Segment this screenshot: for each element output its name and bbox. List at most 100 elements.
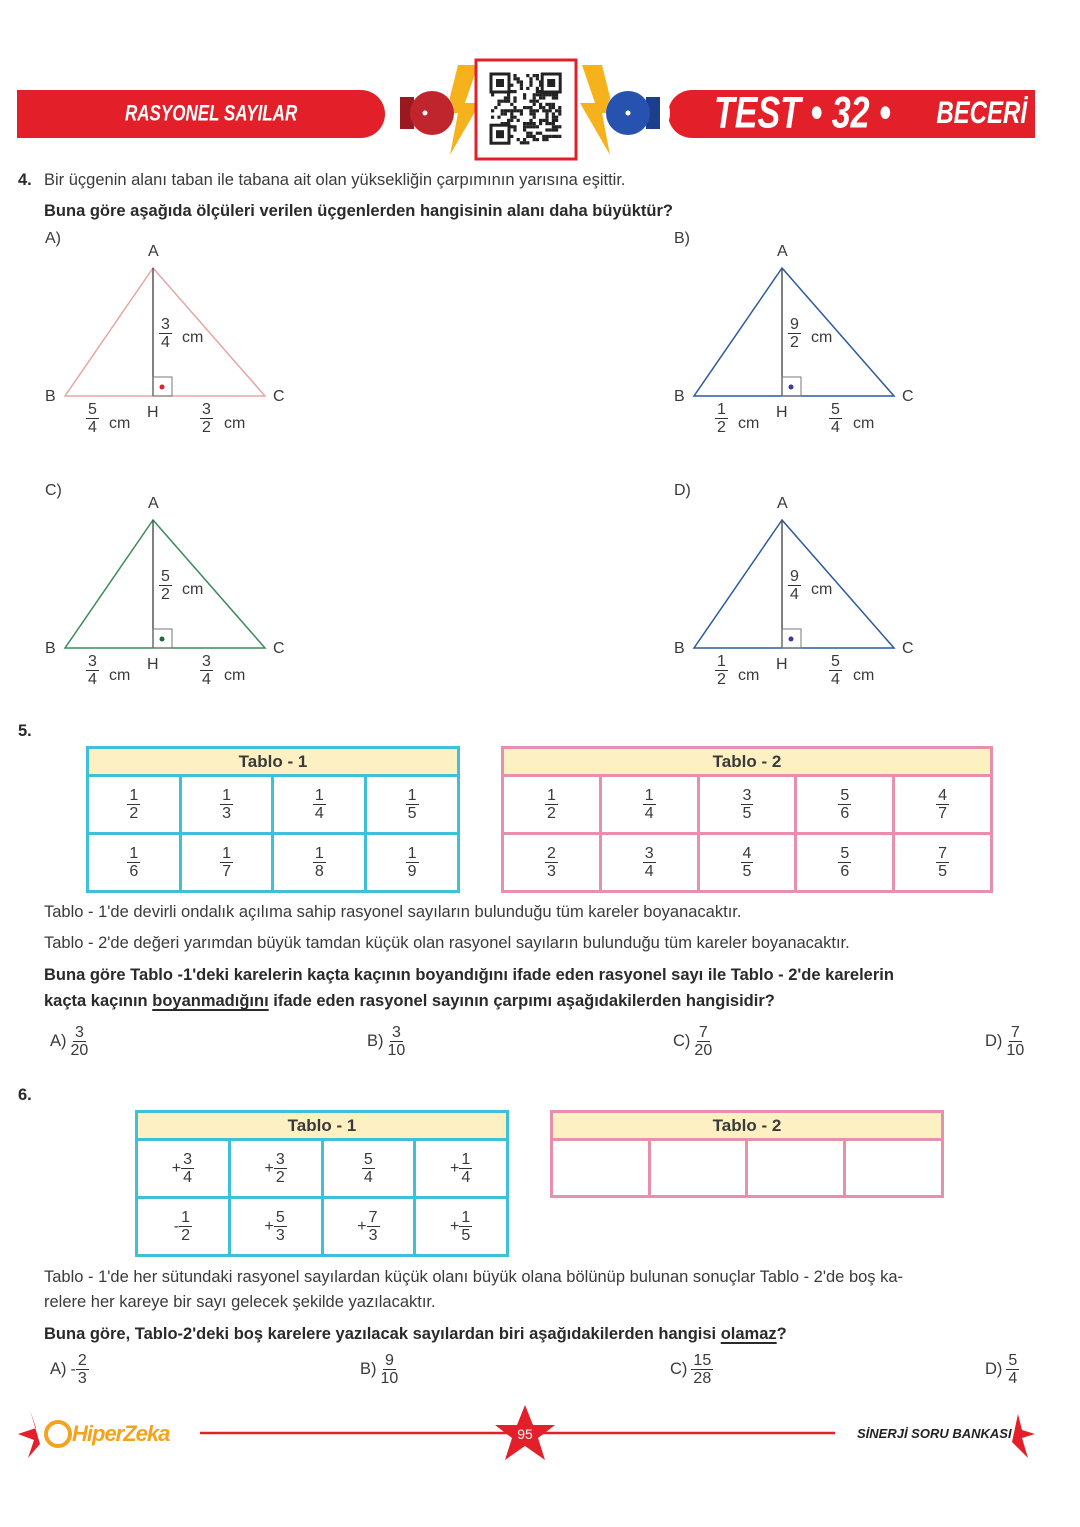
blue-glove-cuff (646, 97, 660, 129)
vertex-c: C (273, 388, 285, 405)
question-prompt: kaçta kaçının boyanmadığını ifade eden r… (44, 992, 775, 1010)
info-text: Tablo - 2'de değeri yarımdan büyük tamda… (44, 934, 850, 952)
vertex-h: H (776, 656, 788, 673)
empty-cell[interactable] (745, 1138, 847, 1198)
emphasis: boyanmadığını (152, 992, 269, 1010)
qr-code-icon[interactable] (489, 72, 562, 145)
table-2: Tablo - 2 (550, 1110, 944, 1198)
question-prompt: Buna göre Tablo -1'deki karelerin kaçta … (44, 966, 894, 984)
vertex-c: C (273, 640, 285, 657)
test-type: BECERİ (936, 95, 1027, 131)
info-text: Tablo - 1'de her sütundaki rasyonel sayı… (44, 1268, 904, 1286)
right-angle-dot (159, 636, 165, 642)
question-prompt: Buna göre, Tablo-2'deki boş karelere yaz… (44, 1325, 787, 1343)
empty-cell[interactable] (550, 1138, 651, 1198)
right-angle-dot (788, 384, 794, 390)
option-label: A) (45, 230, 61, 247)
logo: HiperZeka (72, 1421, 170, 1446)
vertex-b: B (674, 388, 685, 405)
section-band: RASYONEL SAYILAR (17, 90, 385, 138)
star-icon (495, 1405, 555, 1460)
question-number: 5. (18, 722, 32, 740)
lightning-icon (446, 65, 480, 155)
triangle-figure (63, 518, 267, 649)
logo-icon (44, 1420, 72, 1448)
vertex-b: B (45, 640, 56, 657)
page-number: 95 (517, 1426, 533, 1442)
question-number: 4. (18, 171, 32, 189)
table-title: Tablo - 1 (87, 747, 459, 777)
table-title: Tablo - 1 (136, 1111, 508, 1141)
info-text: relere her kareye bir sayı gelecek şekil… (44, 1293, 436, 1311)
option-label: B) (674, 230, 690, 247)
empty-cell[interactable] (647, 1138, 749, 1198)
vertex-b: B (45, 388, 56, 405)
empty-cell[interactable] (843, 1138, 944, 1198)
